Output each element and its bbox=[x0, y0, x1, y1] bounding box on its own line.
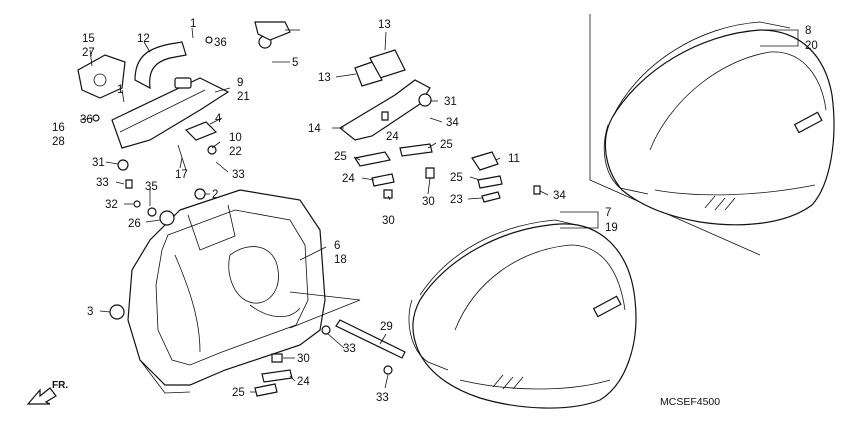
callout-34: 34 bbox=[446, 117, 459, 129]
callout-35: 35 bbox=[145, 181, 158, 193]
callout-33: 33 bbox=[343, 343, 356, 355]
callout-18: 18 bbox=[334, 254, 347, 266]
callout-25: 25 bbox=[440, 139, 453, 151]
callout-19: 19 bbox=[605, 222, 618, 234]
callout-labels: 15 27 12 1 36 5 1 9 21 16 28 36 4 10 22 … bbox=[52, 18, 818, 404]
callout-15: 15 bbox=[82, 33, 95, 45]
callout-6: 6 bbox=[334, 240, 340, 252]
callout-21: 21 bbox=[237, 91, 250, 103]
leader-lines bbox=[79, 27, 599, 393]
callout-1: 1 bbox=[190, 18, 196, 30]
inset-panel bbox=[589, 14, 835, 256]
callout-31: 31 bbox=[444, 96, 457, 108]
callout-2: 2 bbox=[212, 189, 218, 201]
callout-25: 25 bbox=[450, 172, 463, 184]
callout-36: 36 bbox=[80, 114, 93, 126]
top-rail bbox=[111, 77, 230, 149]
lock-cylinder bbox=[254, 21, 300, 49]
callout-34: 34 bbox=[553, 190, 566, 202]
inset-saddlebag-lid bbox=[603, 21, 835, 226]
handle bbox=[134, 41, 187, 90]
diagram-code: MCSEF4500 bbox=[660, 396, 720, 408]
callout-31: 31 bbox=[92, 157, 105, 169]
right-latch bbox=[471, 151, 541, 203]
callout-12: 12 bbox=[137, 33, 150, 45]
callout-33: 33 bbox=[96, 177, 109, 189]
callout-13: 13 bbox=[318, 72, 331, 84]
callout-24: 24 bbox=[342, 173, 355, 185]
callout-10: 10 bbox=[229, 132, 242, 144]
callout-20: 20 bbox=[805, 40, 818, 52]
callout-30: 30 bbox=[422, 196, 435, 208]
direction-label: FR. bbox=[52, 380, 68, 391]
callout-27: 27 bbox=[82, 47, 95, 59]
callout-9: 9 bbox=[237, 77, 243, 89]
callout-30: 30 bbox=[382, 215, 395, 227]
front-direction-arrow: FR. bbox=[26, 380, 68, 405]
damper-links bbox=[354, 143, 435, 199]
saddlebag-base bbox=[127, 189, 326, 394]
support-rod bbox=[289, 291, 406, 375]
callout-36: 36 bbox=[214, 37, 227, 49]
callout-5: 5 bbox=[292, 57, 298, 69]
callout-23: 23 bbox=[450, 194, 463, 206]
callout-32: 32 bbox=[105, 199, 118, 211]
latch-plate bbox=[184, 121, 218, 155]
callout-14: 14 bbox=[308, 123, 321, 135]
callout-1: 1 bbox=[117, 84, 123, 96]
callout-30: 30 bbox=[297, 353, 310, 365]
callout-24: 24 bbox=[297, 376, 310, 388]
callout-29: 29 bbox=[380, 321, 393, 333]
callout-8: 8 bbox=[805, 25, 811, 37]
callout-7: 7 bbox=[605, 207, 611, 219]
callout-11: 11 bbox=[508, 153, 520, 165]
callout-22: 22 bbox=[229, 146, 242, 158]
callout-24: 24 bbox=[386, 131, 399, 143]
callout-16: 16 bbox=[52, 122, 65, 134]
callout-25: 25 bbox=[232, 387, 245, 399]
callout-26: 26 bbox=[128, 218, 141, 230]
bottom-bumpers bbox=[254, 353, 293, 397]
saddlebag-lid bbox=[408, 219, 637, 409]
callout-33: 33 bbox=[376, 392, 389, 404]
small-fasteners bbox=[92, 36, 213, 320]
callout-17: 17 bbox=[175, 169, 188, 181]
callout-25: 25 bbox=[334, 151, 347, 163]
callout-3: 3 bbox=[87, 306, 93, 318]
callout-4: 4 bbox=[215, 113, 222, 125]
callout-13: 13 bbox=[378, 19, 391, 31]
callout-33: 33 bbox=[232, 169, 245, 181]
hinge-bracket bbox=[338, 49, 432, 141]
hinge-cover bbox=[77, 54, 126, 99]
callout-28: 28 bbox=[52, 136, 65, 148]
